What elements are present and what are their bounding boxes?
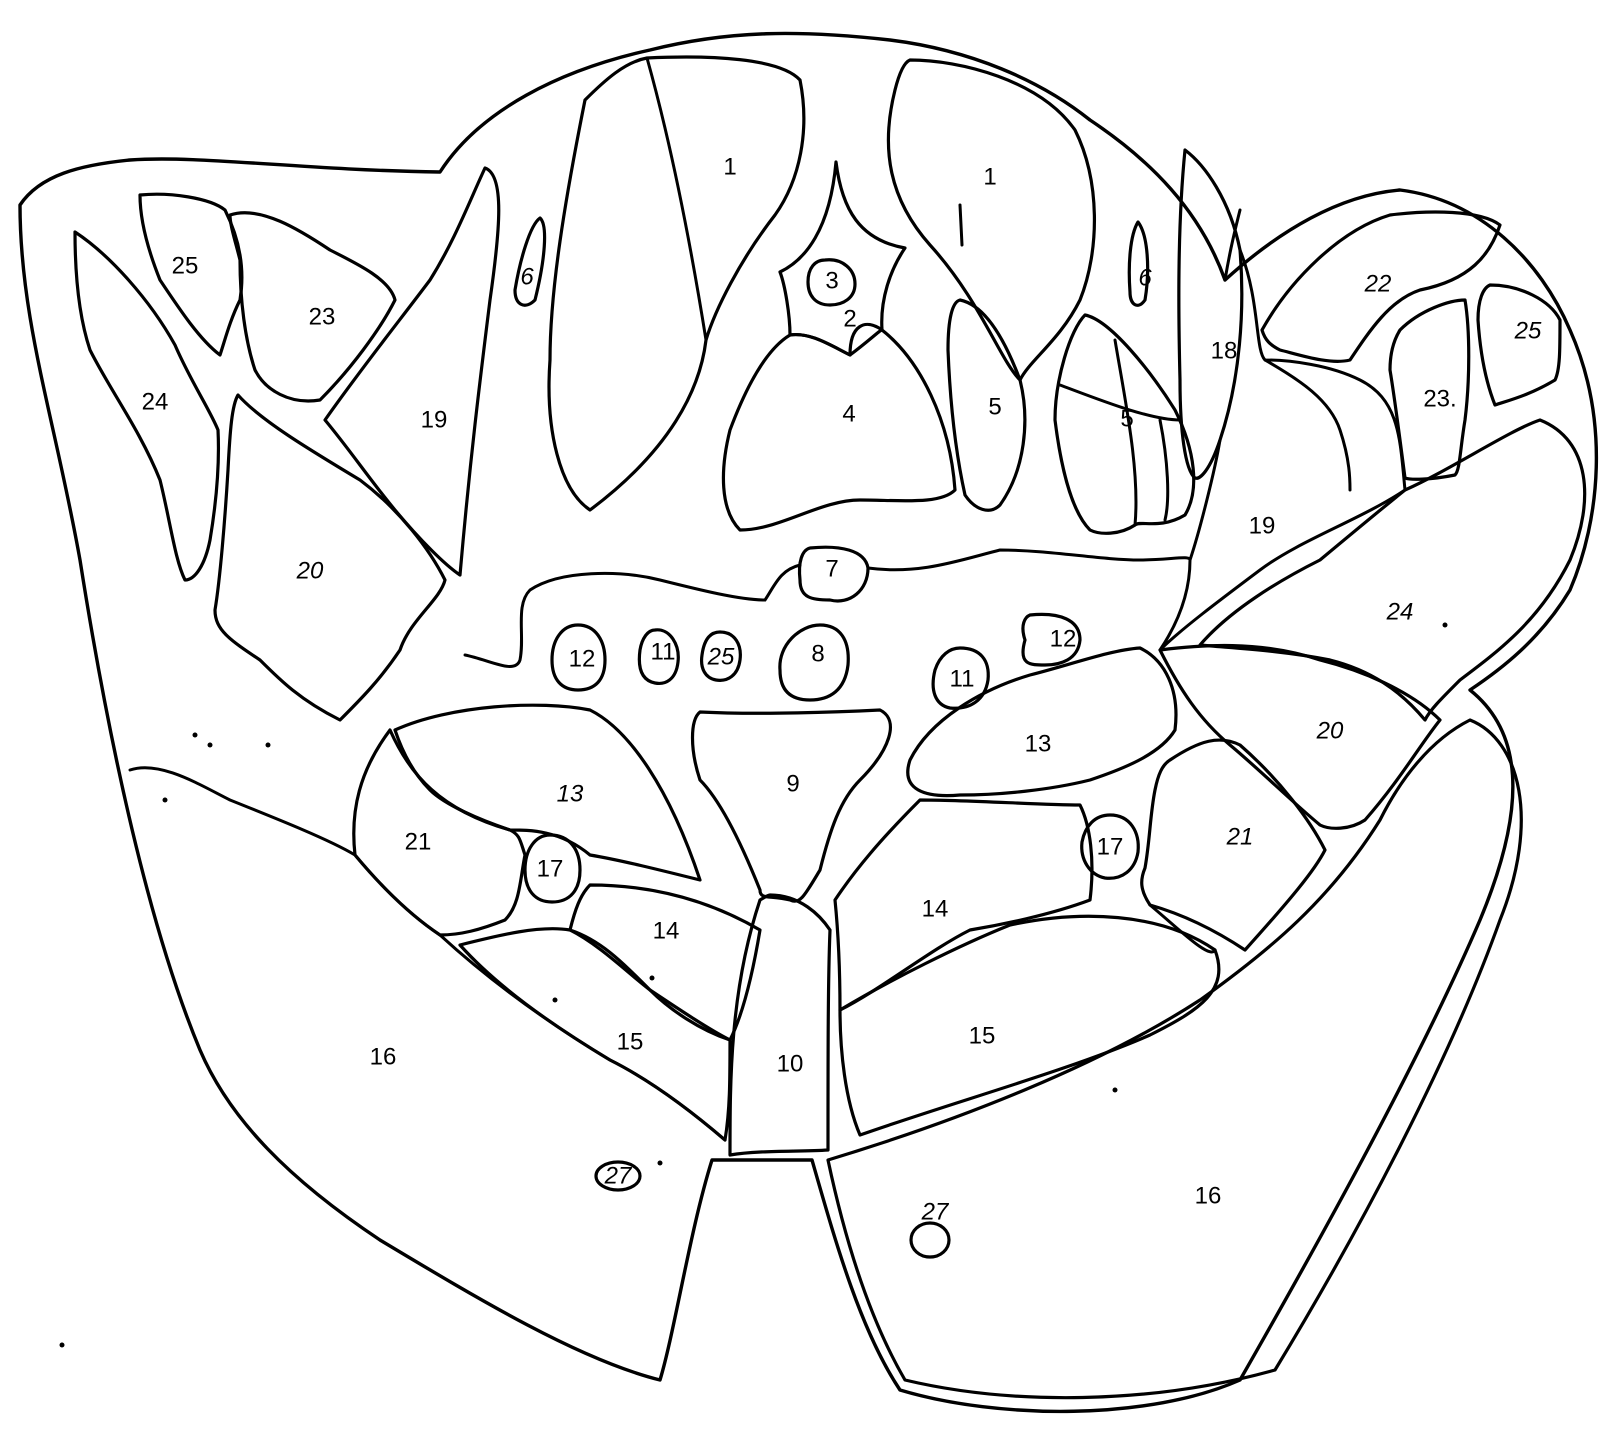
- label-17-left: 17: [537, 855, 564, 882]
- boundary-center-right-arm: [868, 550, 1190, 570]
- label-4: 4: [842, 400, 855, 427]
- label-15-right: 15: [969, 1022, 996, 1049]
- region-6-left: [515, 218, 545, 305]
- label-17-right: 17: [1097, 833, 1124, 860]
- label-20-left: 20: [296, 557, 324, 584]
- region-13-left: [395, 705, 700, 880]
- region-14-right: [835, 800, 1092, 1010]
- label-22: 22: [1364, 270, 1392, 297]
- label-12-right: 12: [1050, 625, 1077, 652]
- label-25-right: 25: [1514, 317, 1542, 344]
- label-14-left: 14: [653, 917, 680, 944]
- region-5-left: [948, 300, 1025, 510]
- label-20-right: 20: [1316, 717, 1344, 744]
- region-18: [1179, 150, 1242, 478]
- region-1-right-mark: [960, 205, 962, 245]
- boundary-right-19-24: [1265, 360, 1350, 490]
- label-2: 2: [843, 305, 856, 332]
- label-6-left: 6: [520, 263, 534, 290]
- label-24-right: 24: [1386, 598, 1414, 625]
- region-1-right: [888, 60, 1094, 380]
- label-14-right: 14: [922, 895, 949, 922]
- speck: [208, 743, 213, 748]
- label-1-right: 1: [983, 163, 996, 190]
- label-11-left: 11: [651, 638, 676, 665]
- region-19-left: [325, 168, 499, 575]
- boundary-center-left-arm: [465, 565, 800, 666]
- label-6-right: 6: [1138, 264, 1152, 291]
- region-19-right-boundary: [1160, 250, 1405, 650]
- speck: [658, 1161, 663, 1166]
- region-1-left: [549, 57, 804, 510]
- region-21-left: [354, 730, 525, 935]
- region-1-left-divider: [647, 58, 706, 340]
- region-13-right: [908, 648, 1176, 796]
- region-4: [723, 330, 955, 530]
- speck: [553, 998, 558, 1003]
- speck: [163, 798, 168, 803]
- outer-outline: [20, 33, 1596, 1411]
- label-12-left: 12: [569, 645, 596, 672]
- label-18: 18: [1211, 337, 1238, 364]
- label-19-right: 19: [1249, 512, 1276, 539]
- region-20-right: [1160, 646, 1440, 829]
- region-27-right-oval: [911, 1223, 949, 1257]
- label-13-left: 13: [557, 780, 584, 807]
- label-11-right: 11: [950, 665, 975, 692]
- label-21-right: 21: [1226, 823, 1254, 850]
- label-25-center: 25: [707, 643, 735, 670]
- label-9: 9: [786, 770, 799, 797]
- region-5-right-divider-c: [1160, 420, 1168, 520]
- label-10: 10: [777, 1050, 804, 1077]
- region-20-left: [215, 395, 445, 720]
- label-23-left: 23: [309, 303, 336, 330]
- label-24-left: 24: [142, 388, 169, 415]
- label-19-left: 19: [421, 406, 448, 433]
- region-15-left: [460, 929, 730, 1140]
- region-10: [730, 895, 830, 1155]
- label-1-left: 1: [723, 153, 736, 180]
- label-5-left: 5: [988, 393, 1001, 420]
- speck: [60, 1343, 65, 1348]
- label-8: 8: [811, 640, 824, 667]
- label-7: 7: [825, 555, 838, 582]
- label-27-right: 27: [921, 1198, 950, 1225]
- region-14-left: [570, 885, 760, 1040]
- region-16-right: [828, 720, 1521, 1398]
- region-5-right-divider-a: [1115, 340, 1136, 525]
- label-23-right: 23.: [1423, 385, 1456, 412]
- label-15-left: 15: [617, 1028, 644, 1055]
- label-16-right: 16: [1195, 1182, 1222, 1209]
- region-25-right: [1478, 285, 1560, 405]
- label-27-left: 27: [604, 1162, 633, 1189]
- speck: [1113, 1088, 1118, 1093]
- label-13-right: 13: [1025, 730, 1052, 757]
- label-25-left: 25: [172, 252, 199, 279]
- label-5-right: 5: [1120, 405, 1133, 432]
- speck: [1443, 623, 1448, 628]
- region-9: [693, 710, 891, 901]
- label-16-left: 16: [370, 1043, 397, 1070]
- speck: [193, 733, 198, 738]
- speck: [650, 976, 655, 981]
- label-3: 3: [825, 267, 838, 294]
- speck: [266, 743, 271, 748]
- region-15-right: [840, 916, 1219, 1135]
- label-21-left: 21: [405, 828, 432, 855]
